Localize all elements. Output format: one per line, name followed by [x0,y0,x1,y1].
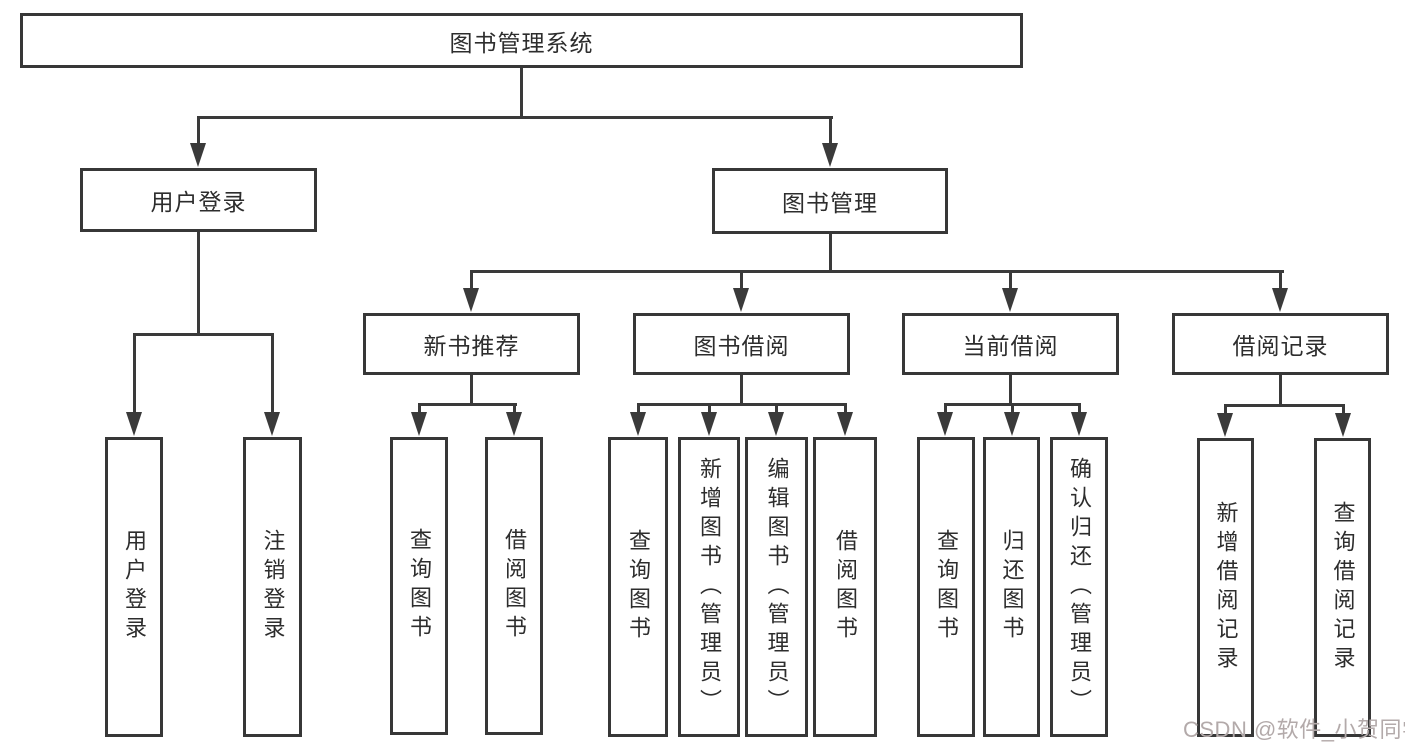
connector-line [469,270,1284,273]
arrow-down-icon [1217,413,1233,437]
node-v-logout: 注销登录 [243,437,302,737]
arrow-down-icon [264,412,280,436]
arrow-down-icon [126,412,142,436]
arrow-down-icon [630,412,646,436]
connector-line [1341,407,1345,417]
connector-line [196,116,833,119]
connector-line [270,336,274,418]
connector-line [1223,407,1227,417]
node-v-edit-book-admin: 编辑图书（管理员） [745,437,808,737]
arrow-down-icon [1071,412,1087,436]
arrow-down-icon [822,143,838,167]
connector-line [1010,406,1014,416]
node-current-borrow: 当前借阅 [902,313,1119,375]
node-root: 图书管理系统 [20,13,1023,68]
arrow-down-icon [1335,413,1351,437]
arrow-down-icon [1272,288,1288,312]
arrow-down-icon [937,412,953,436]
arrow-down-icon [190,143,206,167]
connector-line [636,406,640,416]
arrow-down-icon [463,288,479,312]
arrow-down-icon [1004,412,1020,436]
node-v-user-login: 用户登录 [105,437,163,737]
connector-line [512,406,516,416]
connector-line [519,66,523,118]
watermark: CSDN @软件_小贺同学 [1183,717,1405,742]
node-user-login: 用户登录 [80,168,317,232]
connector-line [739,273,743,293]
connector-line [417,406,421,416]
connector-line [132,336,136,418]
connector-line [196,118,200,148]
connector-line [828,234,832,273]
connector-line [469,273,473,293]
arrow-down-icon [733,288,749,312]
arrow-down-icon [837,412,853,436]
node-v-query-book-current: 查询图书 [917,437,975,737]
connector-line [1009,375,1012,406]
node-new-book-rec: 新书推荐 [363,313,580,375]
node-v-add-borrow-record: 新增借阅记录 [1197,438,1254,737]
arrow-down-icon [506,412,522,436]
node-v-query-book-borrow: 查询图书 [608,437,668,737]
arrow-down-icon [411,412,427,436]
arrow-down-icon [701,412,717,436]
connector-line [828,118,832,148]
connector-line [1009,273,1012,293]
connector-line [843,406,847,416]
connector-line [1077,406,1081,416]
node-book-borrow: 图书借阅 [633,313,850,375]
node-book-mgmt: 图书管理 [712,168,948,234]
connector-line [943,406,947,416]
connector-line [132,333,274,336]
node-v-borrow-book-main: 借阅图书 [813,437,877,737]
connector-line [774,406,778,416]
connector-line [707,406,711,416]
connector-line [943,403,1081,406]
connector-line [1223,404,1345,407]
connector-line [417,403,517,406]
connector-line [196,232,200,336]
node-v-confirm-return-admin: 确认归还（管理员） [1050,437,1108,737]
connector-line [469,375,473,406]
node-v-add-book-admin: 新增图书（管理员） [678,437,740,737]
arrow-down-icon [768,412,784,436]
connector-line [740,375,743,406]
connector-line [1279,375,1282,407]
node-v-return-book: 归还图书 [983,437,1040,737]
node-v-query-borrow-record: 查询借阅记录 [1314,438,1371,737]
node-v-query-book-rec: 查询图书 [390,437,448,735]
node-v-borrow-book-rec: 借阅图书 [485,437,543,735]
node-borrow-records: 借阅记录 [1172,313,1389,375]
arrow-down-icon [1002,288,1018,312]
connector-line [636,403,847,406]
connector-line [1279,273,1282,293]
